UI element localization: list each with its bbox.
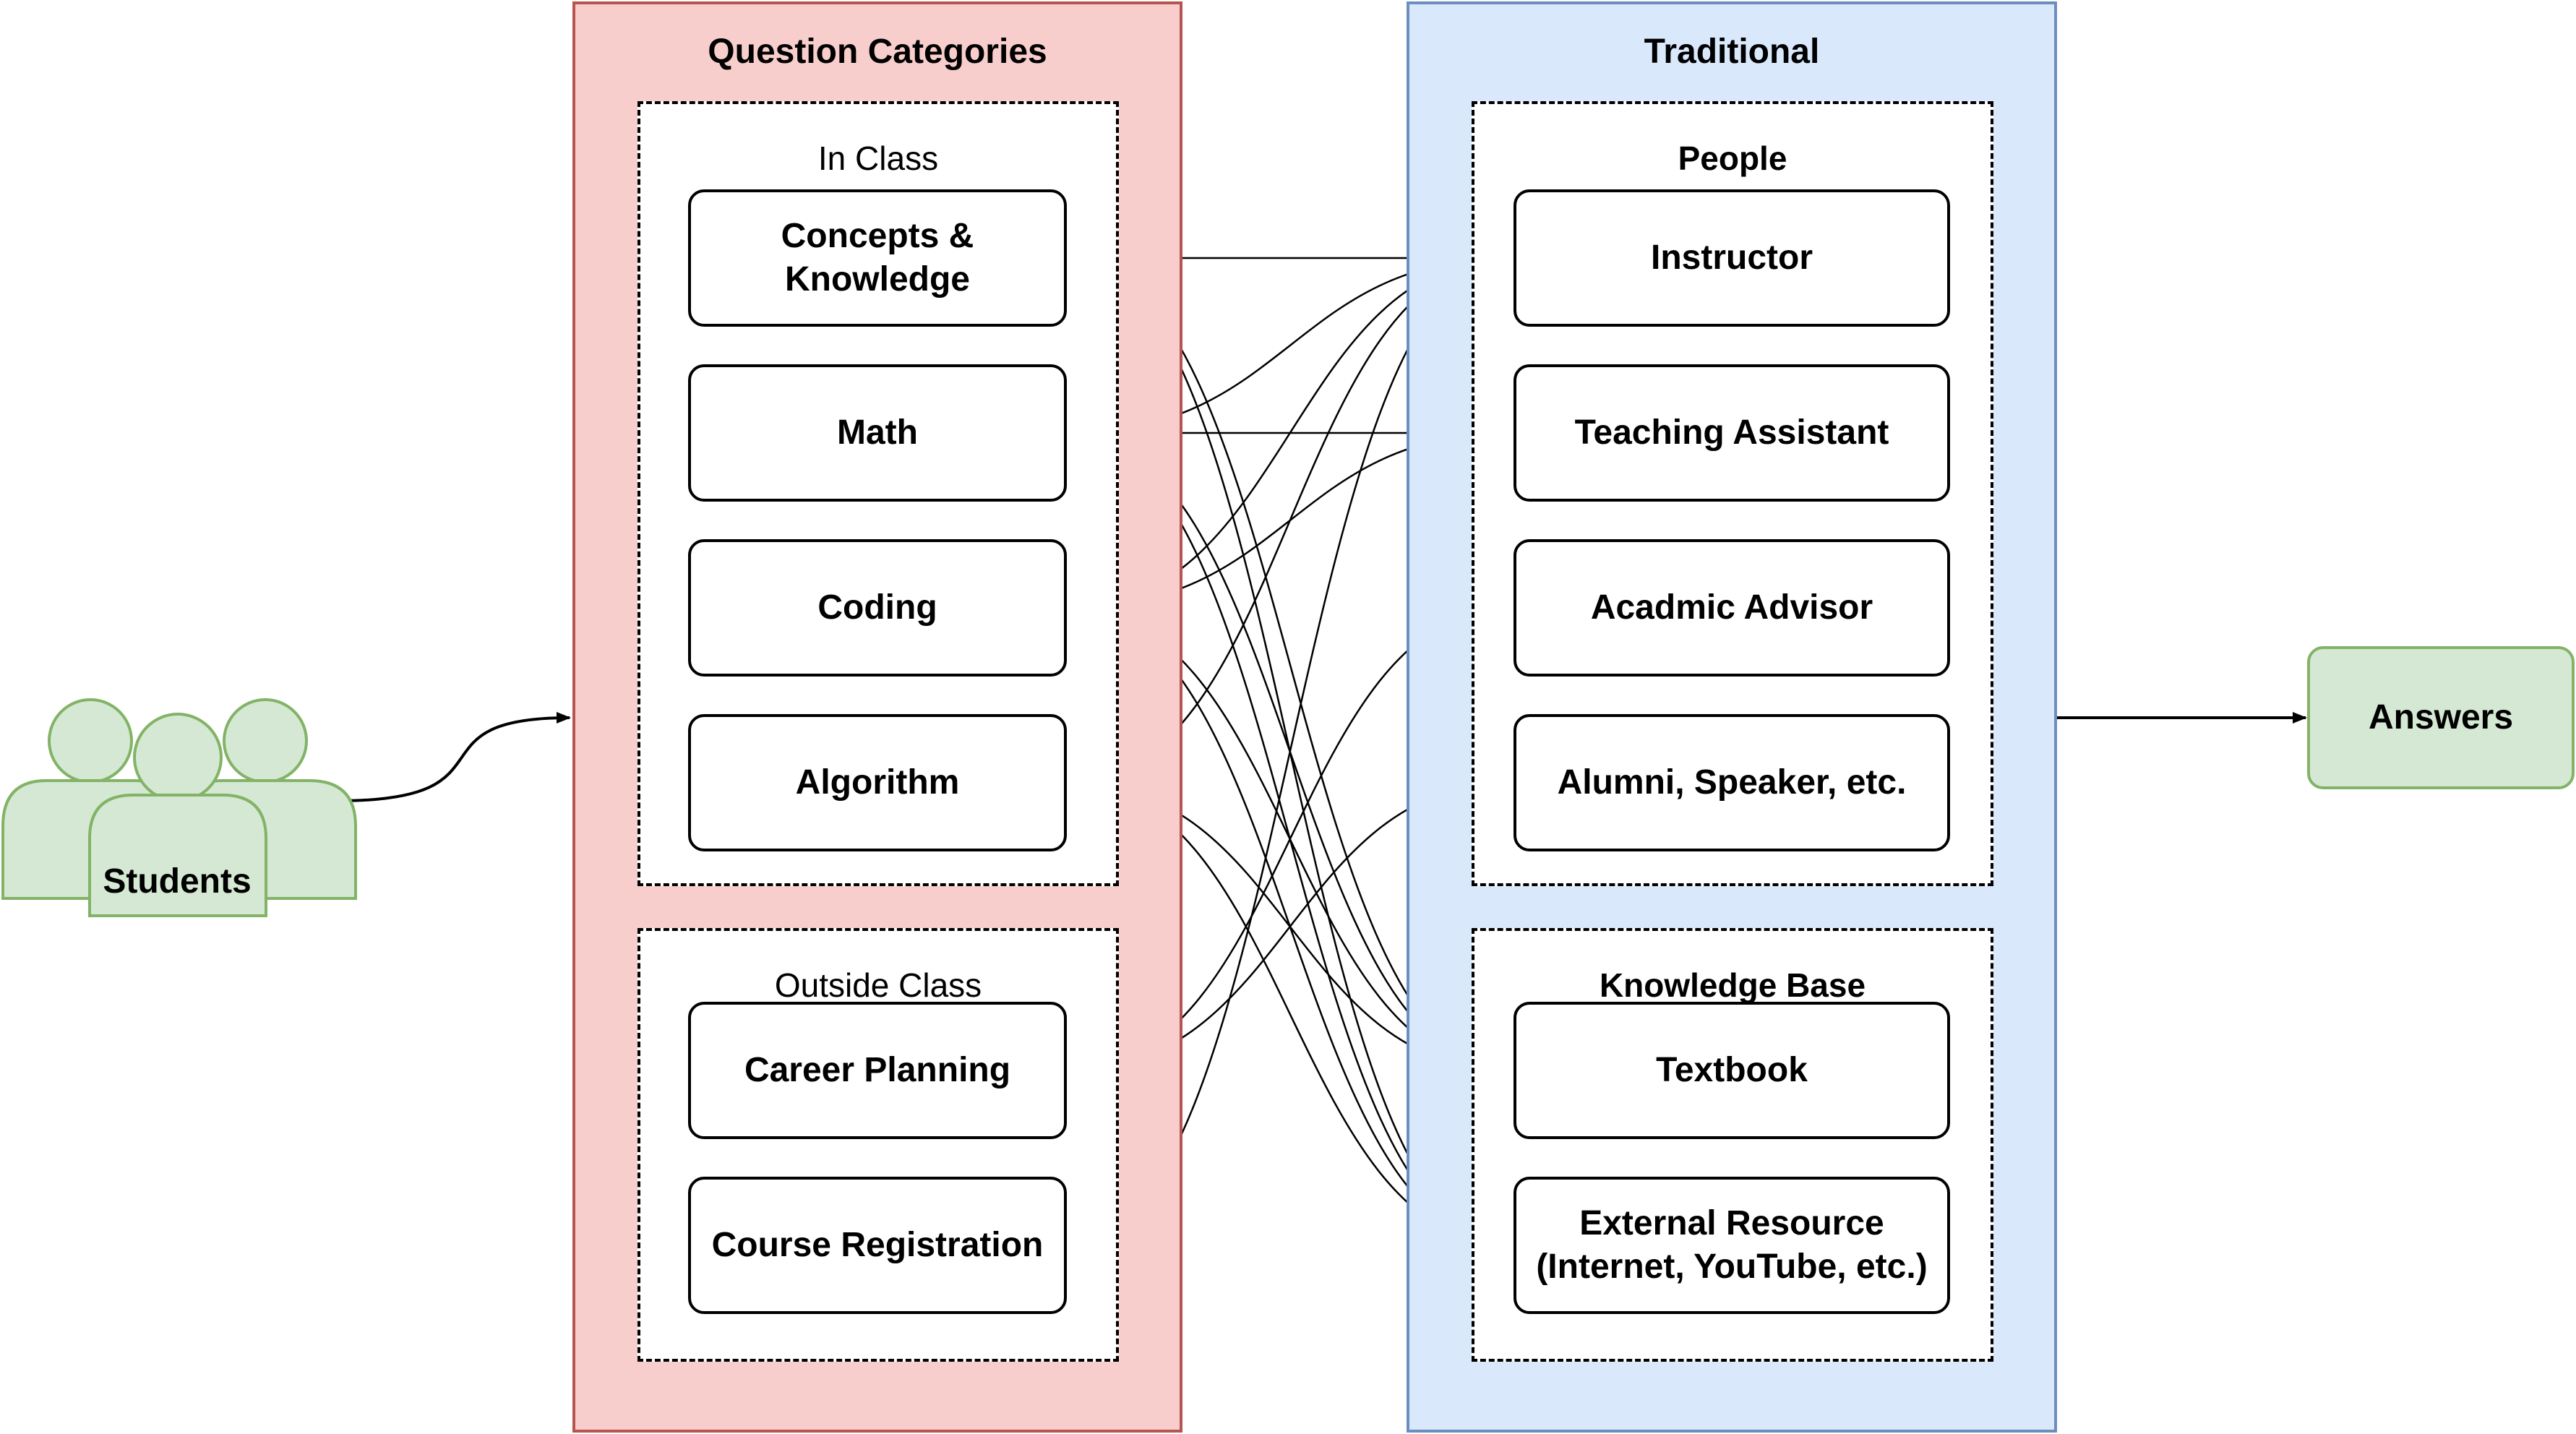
connector-students-to-categories [338,712,571,802]
outside-class-title: Outside Class [774,966,982,1004]
students-label: Students [103,862,252,901]
question-categories-title: Question Categories [708,33,1047,71]
resource-alumni-speaker[interactable]: Alumni, Speaker, etc. [1514,714,1950,851]
category-coding[interactable]: Coding [688,539,1067,677]
resource-teaching-assistant[interactable]: Teaching Assistant [1514,364,1950,502]
resource-instructor[interactable]: Instructor [1514,189,1950,327]
answers-node[interactable]: Answers [2307,646,2575,789]
category-career-planning[interactable]: Career Planning [688,1002,1067,1139]
people-title: People [1678,139,1787,177]
students-icon [1,698,357,917]
category-course-registration[interactable]: Course Registration [688,1177,1067,1314]
category-concepts-knowledge[interactable]: Concepts & Knowledge [688,189,1067,327]
category-algorithm[interactable]: Algorithm [688,714,1067,851]
resource-external-resource[interactable]: External Resource (Internet, YouTube, et… [1514,1177,1950,1314]
resource-textbook[interactable]: Textbook [1514,1002,1950,1139]
category-math[interactable]: Math [688,364,1067,502]
traditional-title: Traditional [1644,33,1820,71]
in-class-title: In Class [817,139,939,177]
knowledge-base-title: Knowledge Base [1599,966,1866,1004]
resource-academic-advisor[interactable]: Acadmic Advisor [1514,539,1950,677]
